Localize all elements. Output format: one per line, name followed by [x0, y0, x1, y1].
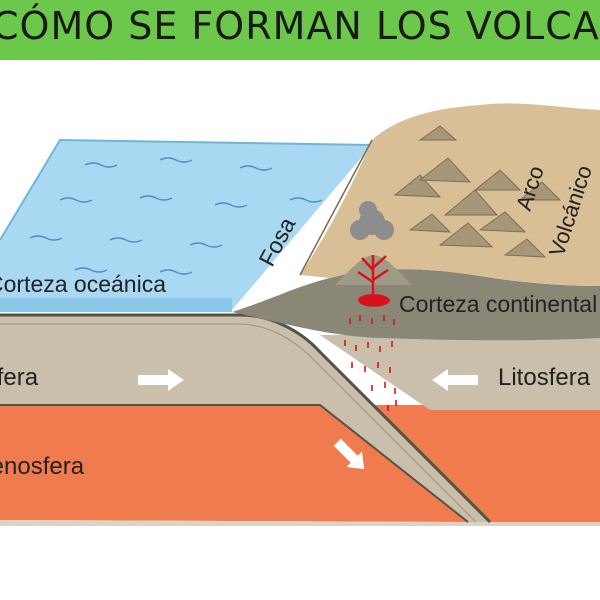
lithosphere-left-label: Litosfera: [0, 364, 39, 391]
oceanic-crust-label: Corteza oceánica: [0, 271, 166, 297]
continental-crust-label: Corteza continental: [399, 291, 597, 317]
arrow-right-icon: [138, 369, 184, 391]
arrow-down-right-icon: [333, 438, 365, 470]
ocean-front: [0, 298, 232, 312]
page-title: CÓMO SE FORMAN LOS VOLCANES: [0, 4, 600, 48]
magma-chamber: [358, 294, 390, 307]
asthenosphere-label: Astenosfera: [0, 453, 85, 480]
title-banner: CÓMO SE FORMAN LOS VOLCANES: [0, 0, 600, 60]
mountain-ridges: [393, 125, 562, 258]
ash-cloud: [350, 201, 394, 240]
ocean-waves: [29, 157, 323, 275]
ocean-top: [0, 140, 372, 310]
continental-crust: [232, 269, 600, 341]
oceanic-plate: [0, 315, 490, 522]
arrow-left-icon: [432, 369, 478, 391]
magma-conduit: [357, 255, 389, 295]
continental-lithosphere: [320, 335, 600, 410]
melt-droplets: [344, 315, 397, 411]
lithosphere-right-label: Litosfera: [498, 364, 591, 391]
asthenosphere-right: [430, 405, 600, 522]
